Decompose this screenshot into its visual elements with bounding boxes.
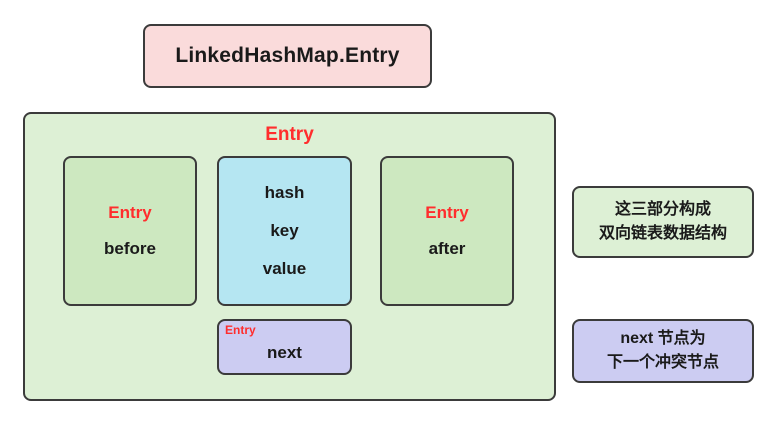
before-field-name: before bbox=[104, 239, 156, 258]
hash-field-name: hash bbox=[264, 183, 305, 202]
entry-container: Entry Entry before hash key value Entry … bbox=[23, 112, 556, 401]
after-field-name: after bbox=[428, 239, 466, 258]
next-field-name: next bbox=[267, 343, 302, 362]
note-doubly-linked-list: 这三部分构成 双向链表数据结构 bbox=[572, 186, 754, 258]
note-next-node: next 节点为 下一个冲突节点 bbox=[572, 319, 754, 383]
field-box-after: Entry after bbox=[380, 156, 514, 306]
key-field-name: key bbox=[270, 221, 299, 240]
note-green-line2: 双向链表数据结构 bbox=[598, 225, 727, 242]
title-text: LinkedHashMap.Entry bbox=[175, 44, 400, 67]
field-box-hash-key-value: hash key value bbox=[217, 156, 352, 306]
after-type-tag: Entry bbox=[425, 203, 469, 222]
entry-container-label: Entry bbox=[265, 124, 314, 145]
title-box: LinkedHashMap.Entry bbox=[143, 24, 432, 88]
before-type-tag: Entry bbox=[108, 203, 152, 222]
next-type-tag: Entry bbox=[225, 323, 256, 337]
note-purple-line1: next 节点为 bbox=[620, 330, 706, 347]
value-field-name: value bbox=[262, 259, 307, 278]
field-box-next: Entry next bbox=[217, 319, 352, 375]
note-purple-line2: 下一个冲突节点 bbox=[606, 354, 719, 371]
note-green-line1: 这三部分构成 bbox=[614, 201, 711, 218]
field-box-before: Entry before bbox=[63, 156, 197, 306]
